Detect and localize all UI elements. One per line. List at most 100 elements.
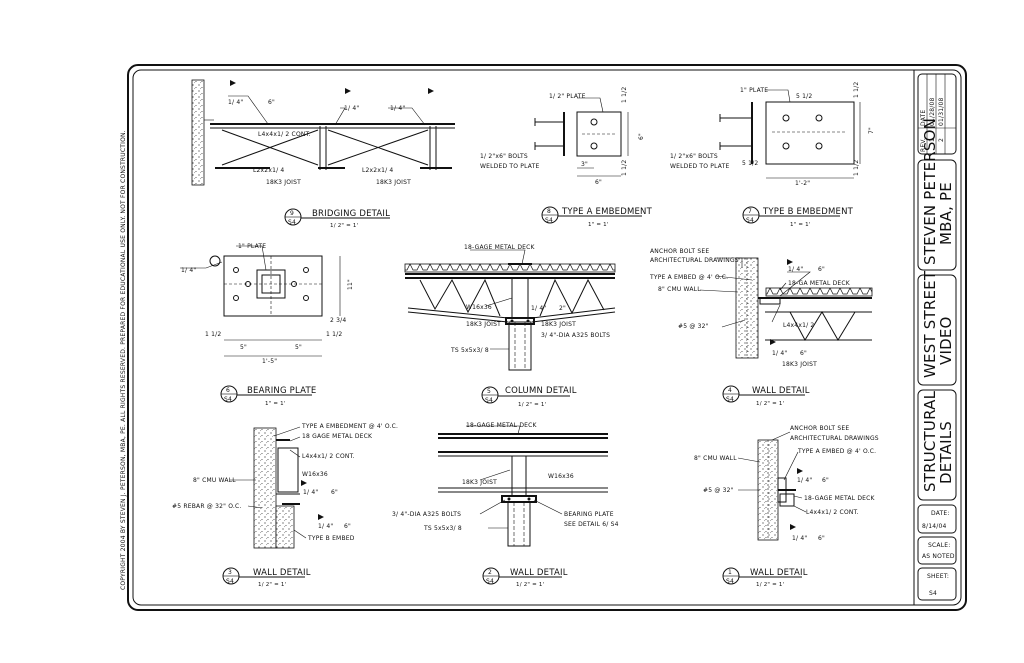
bearing-title: BEARING PLATE	[247, 386, 316, 396]
bearing-d1: 5"	[240, 344, 247, 351]
bearing-d3: 1'-5"	[262, 358, 277, 365]
wall2-joist: 18K3 JOIST	[462, 479, 497, 486]
wall4-weldb: 6"	[818, 266, 825, 273]
detail-type-a: 1/ 2" PLATE 1/ 2"x6" BOLTS WELDED TO PLA…	[480, 87, 653, 228]
wall4-anchor1: ANCHOR BOLT SEE	[650, 248, 709, 255]
type-b-d1: 1'-2"	[795, 180, 810, 187]
wall1-rebar: #5 @ 32"	[703, 487, 734, 494]
bridging-l4: L2x2x1/ 4	[362, 167, 393, 174]
wall1-cmu: 8" CMU WALL	[694, 455, 737, 462]
wall4-weld2: 1/ 4"	[772, 350, 787, 357]
bearing-q3: 2 3/4	[330, 317, 346, 324]
revision-table: REV. DATE 1 01/28/08 2 01/31/08	[917, 73, 957, 155]
wall4-weld: 1/ 4"	[788, 266, 803, 273]
wall4-angle: L4x4x1/ 2	[783, 322, 814, 329]
wall2-title: WALL DETAIL	[510, 568, 568, 578]
bridging-weld3: 1/ 4"	[390, 105, 405, 112]
wall3-weld2: 1/ 4"	[318, 523, 333, 530]
type-a-plate: 1/ 2" PLATE	[549, 93, 586, 100]
type-b-bolts1: 1/ 2"x6" BOLTS	[670, 153, 718, 160]
wall4-deck: 18-GA METAL DECK	[788, 280, 851, 287]
wall1-weld: 1/ 4"	[797, 477, 812, 484]
wall1-scale: 1/ 2" = 1'	[756, 582, 784, 588]
detail-wall-3: TYPE A EMBEDMENT @ 4' O.C. 18 GAGE METAL…	[172, 423, 398, 588]
column-beam: W16x36	[466, 304, 492, 311]
detail-type-b: 1" PLATE 1/ 2"x6" BOLTS WELDED TO PLATE …	[670, 82, 875, 228]
bridging-angle: L4x4x1/ 2 CONT.	[258, 131, 311, 138]
bearing-q1: 1 1/2	[205, 331, 221, 338]
wall3-deck: 18 GAGE METAL DECK	[302, 433, 373, 440]
wall3-embed: TYPE A EMBEDMENT @ 4' O.C.	[301, 423, 398, 430]
engineer-credentials: MBA, PE	[937, 182, 955, 245]
bearing-q2: 1 1/2	[326, 331, 342, 338]
bridging-weld1b: 6"	[268, 99, 275, 106]
type-b-q1: 1 1/2	[853, 82, 860, 98]
sheet-label: SHEET:	[927, 573, 949, 580]
wall2-col: TS 5x5x3/ 8	[423, 525, 462, 532]
wall3-angle: L4x4x1/ 2 CONT.	[302, 453, 355, 460]
wall3-num: 3	[228, 569, 232, 576]
copyright-text: COPYRIGHT 2004 BY STEVEN J. PETERSON, MB…	[120, 130, 127, 590]
column-bolts: 3/ 4"-DIA A325 BOLTS	[541, 332, 610, 339]
detail-wall-2: 18-GAGE METAL DECK W16x36 18K3 JOIST 3/ …	[392, 422, 619, 588]
detail-column: 18-GAGE METAL DECK W16x36 1/ 4" 2" 18K3 …	[404, 244, 616, 408]
wall2-sheet: S4	[486, 578, 494, 585]
type-a-bolts1: 1/ 2"x6" BOLTS	[480, 153, 528, 160]
wall1-weld2b: 6"	[818, 535, 825, 542]
type-a-d3: 6"	[595, 179, 602, 186]
sheet-number: S4	[929, 590, 937, 597]
bridging-scale: 1/ 2" = 1'	[330, 223, 358, 229]
bridging-sheet: S4	[288, 219, 296, 226]
type-a-q2: 1 1/2	[621, 160, 628, 176]
type-a-bolts2: WELDED TO PLATE	[480, 163, 540, 170]
bridging-l2: L2x2x1/ 4	[253, 167, 284, 174]
column-joist1: 18K3 JOIST	[466, 321, 501, 328]
rev-2-date: 01/31/08	[938, 97, 945, 126]
sheet-title-2: DETAILS	[937, 421, 955, 484]
engineer-name: STEVEN PETERSON	[921, 118, 939, 265]
wall1-angle: L4x4x1/ 2 CONT.	[806, 509, 859, 516]
wall2-bp2: SEE DETAIL 6/ S4	[564, 521, 619, 528]
wall4-num: 4	[728, 387, 732, 394]
bridging-title: BRIDGING DETAIL	[312, 209, 390, 219]
column-weldb: 2"	[559, 305, 566, 312]
type-a-d1: 6"	[638, 133, 645, 140]
rev-1: 1	[929, 138, 936, 142]
wall3-embedb: TYPE B EMBED	[307, 535, 355, 542]
column-scale: 1/ 2" = 1'	[518, 402, 546, 408]
title-block: REV. DATE 1 01/28/08 2 01/31/08 STEVEN P…	[913, 70, 957, 605]
wall4-rebar: #5 @ 32"	[678, 323, 709, 330]
wall4-sheet: S4	[726, 396, 734, 403]
wall1-num: 1	[728, 569, 732, 576]
detail-bearing-plate: 1" PLATE 1/ 4" 5" 5" 1'-5" 11" 1 1/2 1 1…	[180, 243, 354, 407]
wall4-title: WALL DETAIL	[752, 386, 810, 396]
column-title: COLUMN DETAIL	[505, 386, 577, 396]
wall2-deck: 18-GAGE METAL DECK	[466, 422, 538, 429]
wall3-weldb: 6"	[331, 489, 338, 496]
type-b-bolts2: WELDED TO PLATE	[670, 163, 730, 170]
scale-label: SCALE:	[928, 542, 950, 549]
wall2-scale: 1/ 2" = 1'	[516, 582, 544, 588]
type-b-title: TYPE B EMBEDMENT	[762, 207, 854, 217]
type-b-d2: 7"	[868, 127, 875, 134]
wall4-scale: 1/ 2" = 1'	[756, 401, 784, 407]
wall4-cmu: 8" CMU WALL	[658, 286, 701, 293]
wall3-scale: 1/ 2" = 1'	[258, 582, 286, 588]
wall1-weld2: 1/ 4"	[792, 535, 807, 542]
type-a-title: TYPE A EMBEDMENT	[561, 207, 653, 217]
bridging-weld2: 1/ 4"	[344, 105, 359, 112]
wall3-rebar: #5 REBAR @ 32" O.C.	[172, 503, 242, 510]
project-name-2: VIDEO	[937, 316, 955, 365]
wall3-sheet: S4	[226, 578, 234, 585]
column-joist2: 18K3 JOIST	[541, 321, 576, 328]
bridging-num: 9	[290, 210, 294, 217]
rev-header: REV.	[920, 138, 927, 152]
bearing-d4: 11"	[347, 279, 354, 290]
bearing-plate-note: 1" PLATE	[238, 243, 266, 250]
wall3-title: WALL DETAIL	[253, 568, 311, 578]
type-b-d3: 5 1/2	[796, 93, 812, 100]
wall1-anchor2: ARCHITECTURAL DRAWINGS	[790, 435, 879, 442]
outer-border	[127, 64, 967, 611]
bridging-joist2: 18K3 JOIST	[376, 179, 411, 186]
